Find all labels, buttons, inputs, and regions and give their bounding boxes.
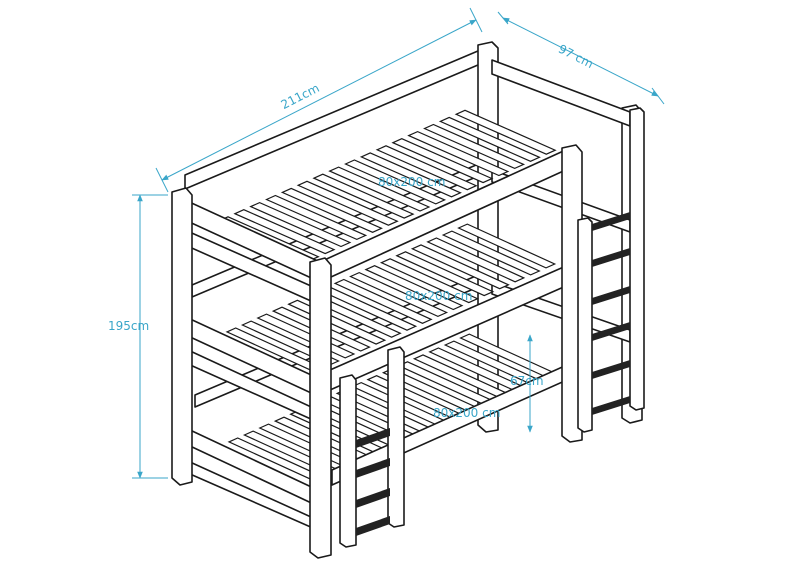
front-left-post — [171, 187, 193, 486]
slat-middle — [441, 230, 541, 276]
side-ladder-step — [592, 212, 630, 231]
slat-middle — [379, 258, 479, 304]
slat-top — [233, 209, 336, 255]
bunk-gap-label: 67cm — [510, 374, 544, 388]
front-ladder-step — [356, 458, 390, 478]
dimension-lines — [132, 7, 665, 479]
side-ladder-step — [592, 248, 630, 267]
slat-middle — [349, 271, 449, 318]
side-ladder-step — [592, 396, 630, 415]
length-dimension-line — [161, 19, 477, 181]
depth-label: 97 cm — [556, 42, 596, 71]
front-ladder-rail-left — [339, 374, 357, 548]
slat-middle — [426, 237, 526, 283]
mattress-top-label: 80x200 cm — [378, 175, 445, 189]
back-rail-top — [184, 47, 486, 190]
head-rail-top — [491, 59, 631, 127]
front-structure — [171, 107, 645, 559]
front-ladder-step — [356, 516, 390, 536]
mattress-middle-label: 80x200 cm — [405, 289, 472, 303]
slat-middle — [333, 278, 433, 324]
side-ladder-rail-left — [577, 217, 593, 433]
ladder-steps — [356, 212, 630, 536]
side-ladder-step — [592, 322, 630, 341]
side-ladder-step — [592, 360, 630, 379]
slat-top — [265, 194, 368, 241]
slat-top — [280, 187, 383, 233]
slat-top — [296, 180, 399, 226]
length-label: 211cm — [279, 81, 322, 112]
slat-middle — [410, 244, 510, 290]
front-ladder-rail-right — [387, 346, 405, 528]
front-right-post — [309, 257, 332, 559]
front-ladder-step — [356, 488, 390, 508]
front-ladder-step — [356, 428, 390, 448]
side-ladder-step — [592, 286, 630, 305]
slat-middle — [395, 251, 495, 297]
mattress-bottom-label: 80x200 cm — [433, 406, 500, 420]
depth-dimension-line — [502, 17, 659, 97]
height-label: 195cm — [108, 319, 149, 333]
slat-middle — [457, 223, 557, 269]
front-mid-post — [561, 144, 583, 443]
slat-middle — [364, 265, 464, 311]
slat-top — [249, 201, 352, 248]
side-ladder-rail-right — [629, 107, 645, 411]
